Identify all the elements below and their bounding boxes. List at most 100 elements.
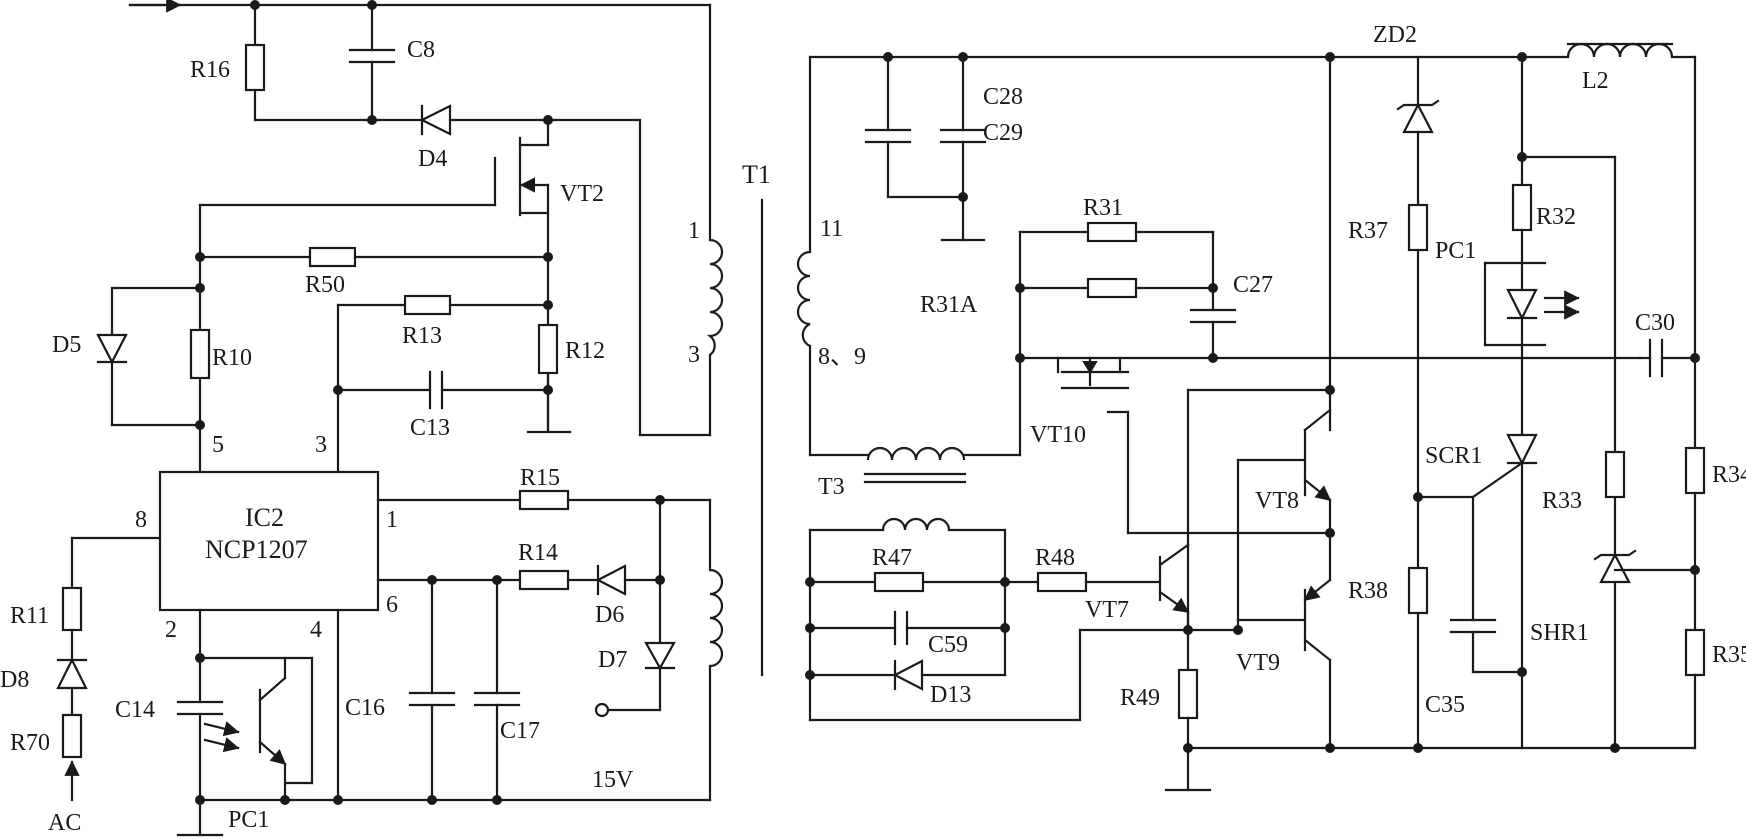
resistor-r11 [61, 586, 83, 632]
label-vt9: VT9 [1236, 650, 1280, 676]
label-c30: C30 [1635, 310, 1675, 336]
label-c59: C59 [928, 632, 968, 658]
led-pc1 [1506, 288, 1538, 321]
winding-pin-3: 3 [688, 342, 700, 368]
label-vt2: VT2 [560, 181, 604, 207]
label-c16: C16 [345, 695, 385, 721]
label-r47: R47 [872, 545, 912, 571]
secondary-winding [796, 250, 811, 348]
ic-pin-4: 4 [310, 617, 322, 643]
label-r70: R70 [10, 730, 50, 756]
junction-dots [195, 0, 1700, 805]
label-r31: R31 [1083, 195, 1123, 221]
resistor-r50 [308, 246, 357, 268]
label-r32: R32 [1536, 204, 1576, 230]
ic-pin-6: 6 [386, 592, 398, 618]
transformer-t3 [866, 446, 966, 461]
label-r35: R35 [1712, 642, 1746, 668]
resistor-r10 [189, 328, 211, 380]
label-r33: R33 [1542, 488, 1582, 514]
resistor-r35 [1684, 628, 1706, 677]
resistor-r34 [1684, 446, 1706, 495]
scr-scr1 [1506, 433, 1538, 466]
transformer-label: T1 [742, 160, 771, 189]
auxiliary-winding [709, 568, 724, 668]
label-r12: R12 [565, 338, 605, 364]
resistor-r33 [1604, 450, 1626, 499]
diode-d7 [644, 641, 676, 671]
resistor-r49 [1177, 668, 1199, 720]
label-pc1-right: PC1 [1435, 238, 1476, 264]
resistor-r47 [873, 571, 925, 593]
label-r37: R37 [1348, 218, 1388, 244]
label-vt8: VT8 [1255, 488, 1299, 514]
label-l2: L2 [1582, 68, 1609, 94]
label-c27: C27 [1233, 272, 1273, 298]
resistor-r16 [244, 43, 266, 92]
label-c8: C8 [407, 37, 435, 63]
secondary-side: 11 8、9 T3 C28 C29 R31 R31A [796, 22, 1746, 792]
label-d4: D4 [418, 146, 447, 172]
label-shr1: SHR1 [1530, 620, 1589, 646]
ic-pin-2: 2 [165, 617, 177, 643]
label-t3: T3 [818, 474, 845, 500]
label-r31a: R31A [920, 292, 978, 318]
test-terminal [594, 702, 610, 718]
ic-pin-3: 3 [315, 432, 327, 458]
label-r50: R50 [305, 272, 345, 298]
primary-winding [706, 238, 724, 356]
label-d13: D13 [930, 682, 971, 708]
zener-zd2 [1402, 102, 1434, 134]
diode-d6 [595, 564, 627, 596]
label-r48: R48 [1035, 545, 1075, 571]
label-r15: R15 [520, 465, 560, 491]
label-r49: R49 [1120, 685, 1160, 711]
label-c13: C13 [410, 415, 450, 441]
ic-pin-8: 8 [135, 507, 147, 533]
label-r38: R38 [1348, 578, 1388, 604]
label-c35: C35 [1425, 692, 1465, 718]
label-pc1: PC1 [228, 807, 269, 833]
label-d7: D7 [598, 647, 627, 673]
label-r34: R34 [1712, 462, 1746, 488]
label-c29: C29 [983, 120, 1023, 146]
label-r11: R11 [10, 603, 49, 629]
diode-d5 [96, 333, 128, 365]
label-d6: D6 [595, 602, 624, 628]
resistor-r70 [61, 713, 83, 759]
winding-pin-8-9: 8、9 [818, 344, 866, 370]
label-r16: R16 [190, 57, 230, 83]
ic-ref: IC2 [245, 503, 284, 532]
resistor-r15 [518, 489, 570, 511]
resistor-r37 [1407, 203, 1429, 252]
label-r13: R13 [402, 323, 442, 349]
shunt-regulator-shr1 [1599, 552, 1631, 584]
label-d5: D5 [52, 332, 81, 358]
label-c17: C17 [500, 718, 540, 744]
resistor-r38 [1407, 566, 1429, 615]
ic2-ncp1207 [158, 470, 380, 612]
label-scr1: SCR1 [1425, 443, 1482, 469]
resistor-r12 [537, 323, 559, 375]
inductor-l2 [1566, 42, 1674, 58]
diode-d4 [419, 104, 452, 136]
label-d8: D8 [0, 667, 29, 693]
diode-d13 [892, 659, 924, 691]
label-c14: C14 [115, 697, 155, 723]
resistor-r31a [1086, 277, 1138, 299]
ic-part: NCP1207 [205, 535, 308, 564]
label-vt10: VT10 [1030, 422, 1086, 448]
inductor-network [881, 517, 951, 531]
label-c28: C28 [983, 84, 1023, 110]
label-r14: R14 [518, 540, 558, 566]
resistor-r14 [518, 569, 570, 591]
ic-pin-1: 1 [386, 507, 398, 533]
resistor-r48 [1036, 571, 1088, 593]
resistor-r32 [1511, 183, 1533, 232]
label-zd2: ZD2 [1373, 22, 1417, 48]
diode-d8 [56, 657, 88, 690]
ic-pin-5: 5 [212, 432, 224, 458]
supply-15v-label: 15V [592, 767, 634, 793]
winding-pin-1: 1 [688, 218, 700, 244]
